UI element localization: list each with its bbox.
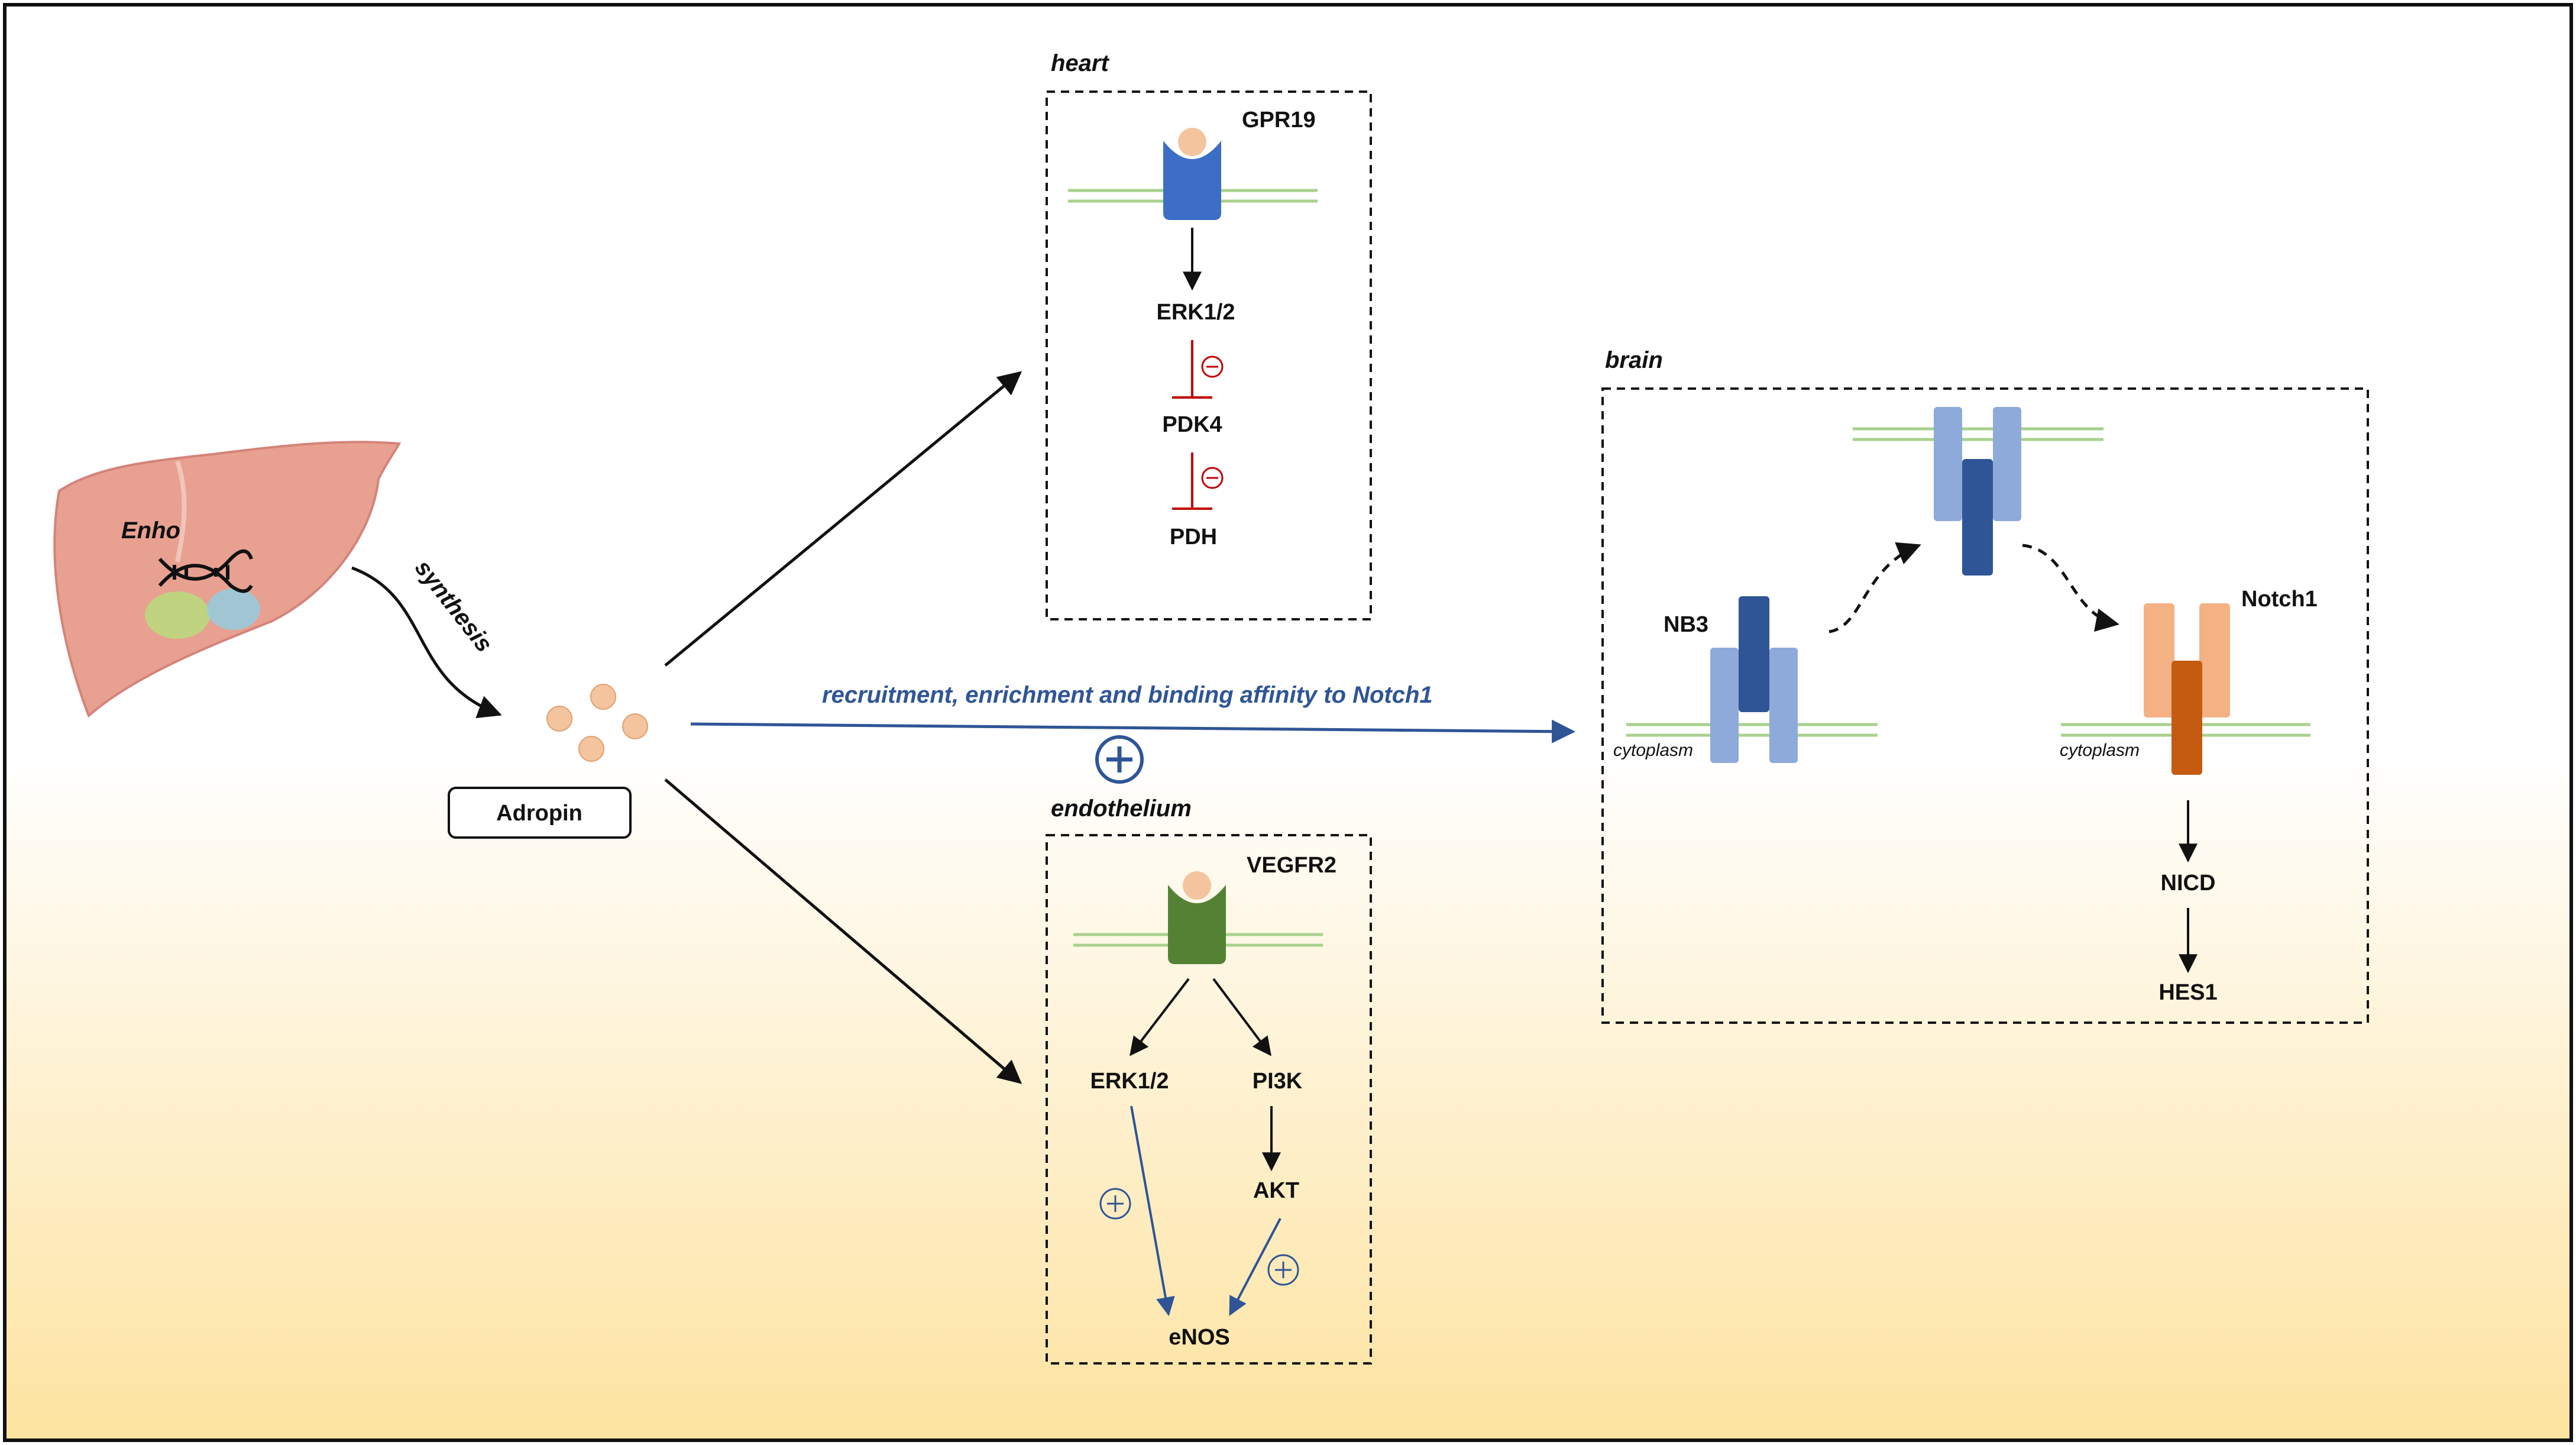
middle-receptor-left-arm: [1934, 407, 1962, 521]
nb3-receptor-right-arm: [1769, 648, 1798, 763]
arrow-to-brain: [690, 719, 1575, 743]
bile-duct: [207, 589, 260, 630]
arrow-to-endothelium: [664, 778, 1022, 1084]
background: [3, 3, 2573, 1442]
heart-node-erk: ERK1/2: [1156, 300, 1235, 325]
cytoplasm-label-left: cytoplasm: [1613, 741, 1693, 760]
gene-label-enho: Enho: [121, 518, 180, 544]
notch1-receptor-right-arm: [2199, 603, 2230, 717]
heart-node-pdk4: PDK4: [1162, 412, 1222, 437]
middle-nb3-icon: [1962, 459, 1993, 576]
vegfr2-receptor-icon: [1168, 885, 1226, 964]
cytoplasm-label-right: cytoplasm: [2060, 741, 2140, 760]
nicd-label: NICD: [2161, 871, 2216, 896]
middle-receptor-right-arm: [1993, 407, 2021, 521]
liver-lobe-line: [175, 460, 187, 563]
plus-circle-icon: [1095, 735, 1144, 784]
vegfr2-label: VEGFR2: [1247, 853, 1336, 878]
gpr19-label: GPR19: [1242, 108, 1316, 132]
brain-title: brain: [1605, 347, 1663, 373]
vegfr2-ligand: [1183, 871, 1211, 900]
brain-box: [1601, 387, 2369, 1024]
synthesis-arrow: [351, 566, 502, 719]
dashed-arrow-complex-to-notch1: [2022, 544, 2119, 632]
arrow-vegfr2-erk: [1130, 978, 1190, 1056]
gpr19-ligand: [1178, 128, 1206, 156]
middle-membrane: [1853, 427, 2103, 441]
endo-node-erk: ERK1/2: [1090, 1069, 1169, 1094]
plus-circle-icon-akt: [1267, 1254, 1299, 1286]
heart-title: heart: [1051, 50, 1109, 76]
minus-circle-icon-1: [1201, 355, 1224, 378]
adropin-box: [448, 787, 632, 839]
nb3-receptor-left-arm: [1710, 648, 1739, 763]
adropin-molecules: [546, 684, 648, 762]
endo-node-enos: eNOS: [1169, 1325, 1229, 1350]
left-membrane: [1626, 723, 1878, 737]
dashed-arrow-nb3-to-complex: [1829, 542, 1921, 633]
gallbladder: [145, 591, 210, 639]
endo-node-pi3k: PI3K: [1253, 1069, 1303, 1094]
notch1-label: Notch1: [2241, 587, 2318, 612]
arrow-erk-enos: [1130, 1105, 1175, 1317]
hes1-label: HES1: [2158, 980, 2217, 1005]
endothelium-box: [1046, 834, 1372, 1365]
gpr19-receptor-icon: [1163, 141, 1221, 220]
endo-node-akt: AKT: [1253, 1178, 1299, 1203]
dna-icon: [158, 549, 253, 593]
arrow-to-heart: [664, 371, 1022, 667]
arrow-akt-enos: [1229, 1218, 1281, 1316]
nb3-protein-icon: [1739, 596, 1769, 712]
plus-circle-icon-erk: [1099, 1188, 1131, 1220]
adropin-label: Adropin: [496, 801, 582, 826]
notch1-receptor-left-arm: [2144, 603, 2174, 717]
notch1-protein-icon: [2172, 661, 2202, 775]
arrow-vegfr2-pi3k: [1212, 978, 1271, 1056]
liver-illustration: Enho: [53, 441, 402, 718]
recruitment-label: recruitment, enrichment and binding affi…: [822, 682, 1433, 708]
heart-node-pdh: PDH: [1170, 525, 1217, 549]
endothelium-title: endothelium: [1051, 796, 1192, 822]
minus-circle-icon-2: [1201, 467, 1224, 489]
inhibit-pdk4-pdh: [1172, 452, 1212, 510]
heart-box: [1046, 90, 1372, 620]
inhibit-erk-pdk4: [1172, 340, 1212, 399]
nb3-label: NB3: [1664, 612, 1708, 637]
